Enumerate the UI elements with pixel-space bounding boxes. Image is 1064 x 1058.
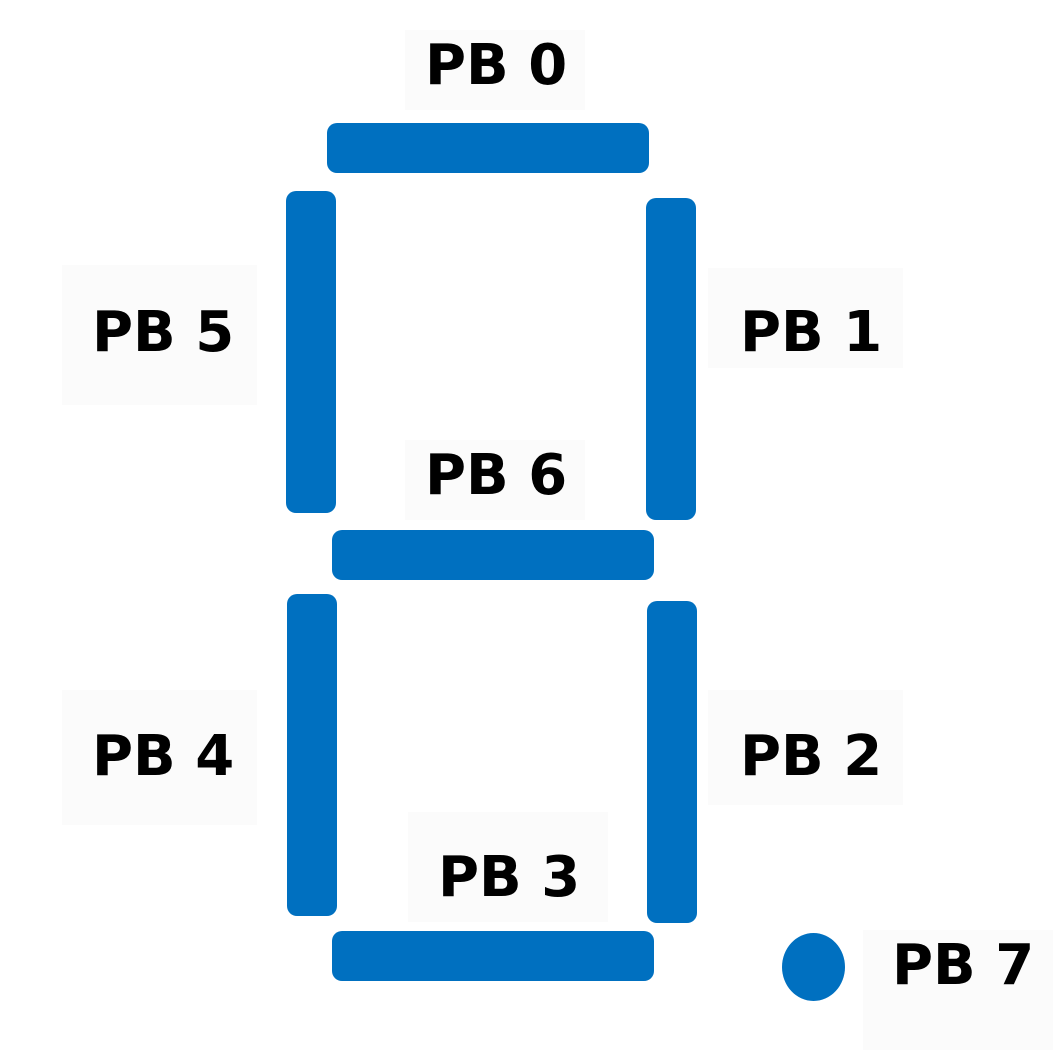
label-bg-pb4 [62, 690, 257, 825]
label-bg-pb3 [408, 812, 608, 922]
segment-g [332, 530, 654, 580]
label-bg-pb1 [708, 268, 903, 368]
label-pb7: PB 7 [892, 933, 1035, 998]
label-pb3: PB 3 [438, 845, 581, 910]
label-bg-pb7 [863, 930, 1053, 1050]
label-pb6: PB 6 [425, 443, 568, 508]
label-bg-pb0 [405, 30, 585, 110]
segment-b [646, 198, 696, 520]
segment-e [287, 594, 337, 916]
label-pb1: PB 1 [740, 300, 883, 365]
label-pb0: PB 0 [425, 33, 568, 98]
label-bg-pb5 [62, 265, 257, 405]
decimal-point [782, 933, 845, 1001]
segment-f [286, 191, 336, 513]
segment-a [327, 123, 649, 173]
label-pb2: PB 2 [740, 724, 883, 789]
label-bg-pb2 [708, 690, 903, 805]
segment-c [647, 601, 697, 923]
label-pb4: PB 4 [92, 724, 235, 789]
segment-d [332, 931, 654, 981]
label-pb5: PB 5 [92, 300, 235, 365]
label-bg-pb6 [405, 440, 585, 520]
